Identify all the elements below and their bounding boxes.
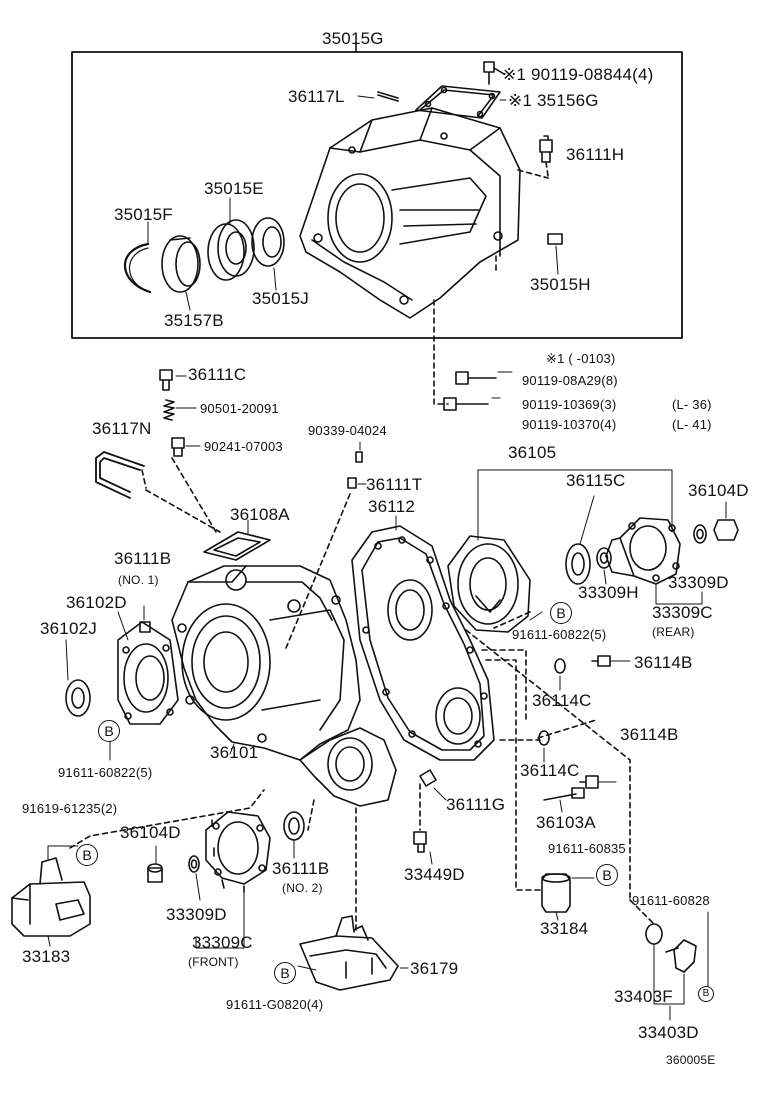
part-label-35015F: 35015F — [114, 205, 173, 224]
part-label-91611-G0820: 91611-G0820(4) — [226, 997, 324, 1012]
bolts-90119-drawing — [443, 371, 513, 411]
part-label-36111T: 36111T — [366, 475, 423, 494]
part-label-90119-08A29: 90119-08A29(8) — [522, 373, 618, 388]
rear-cover-drawing — [117, 621, 179, 725]
part-label-33309C-rear: 33309C — [652, 603, 713, 622]
note-rear: (REAR) — [652, 625, 695, 639]
part-label-33403D: 33403D — [638, 1023, 699, 1042]
crossmember-bracket-drawing — [299, 915, 399, 991]
part-label-36102D: 36102D — [66, 593, 127, 612]
part-label-90501-20091: 90501-20091 — [200, 401, 279, 416]
part-label-36102J: 36102J — [40, 619, 97, 638]
note-date-range: ※1 ( -0103) — [546, 351, 616, 366]
part-label-36114B-lower: 36114B — [620, 725, 679, 744]
part-label-33184: 33184 — [540, 919, 589, 938]
part-label-36101: 36101 — [210, 743, 259, 762]
part-label-36114B-upper: 36114B — [634, 653, 693, 672]
part-label-36108A: 36108A — [230, 505, 290, 524]
bolt-small-top — [483, 61, 495, 85]
part-label-36112: 36112 — [368, 497, 416, 516]
part-label-33183: 33183 — [22, 947, 71, 966]
part-label-36111H: 36111H — [566, 145, 625, 164]
part-label-33309C-front: 33309C — [192, 933, 253, 952]
oil-seal-drawing — [565, 543, 591, 585]
part-label-36117L: 36117L — [288, 87, 345, 106]
front-case-drawing — [351, 525, 495, 761]
part-label-91611-60828: 91611-60828 — [632, 893, 710, 908]
part-label-33403F: 33403F — [614, 987, 673, 1006]
breather-plug-drawing — [539, 139, 553, 163]
part-label-90119-10369: 90119-10369(3) — [522, 397, 617, 412]
part-label-36114C-lower: 36114C — [520, 761, 580, 780]
note-no1: (NO. 1) — [118, 573, 159, 587]
assembly-group-frame — [71, 51, 683, 339]
part-label-91611-60822-right: 91611-60822(5) — [512, 627, 607, 642]
part-label-33309D-rear: 33309D — [668, 573, 729, 592]
part-label-36103A: 36103A — [536, 813, 596, 832]
part-label-33309H: 33309H — [578, 583, 639, 602]
part-label-91611-60835: 91611-60835 — [548, 841, 626, 856]
part-label-36117N: 36117N — [92, 419, 152, 438]
part-label-36105: 36105 — [508, 443, 557, 462]
bolt-ref-marker-b: B — [274, 962, 296, 984]
part-label-36104D-front: 36104D — [120, 823, 181, 842]
part-label-35156G: ※1 35156G — [508, 91, 599, 110]
note-L41: (L- 41) — [672, 417, 712, 432]
bolt-ref-marker-b: B — [76, 844, 98, 866]
part-label-36111G: 36111G — [446, 795, 506, 814]
part-label-35015E: 35015E — [204, 179, 264, 198]
mount-bracket-drawing — [11, 857, 91, 937]
transfer-case-drawing — [171, 565, 397, 807]
part-label-90119-10370: 90119-10370(4) — [522, 417, 617, 432]
note-no2: (NO. 2) — [282, 881, 323, 895]
part-label-33309D-front: 33309D — [166, 905, 227, 924]
hose-drawing — [95, 451, 145, 499]
bolt-36103A-drawing — [543, 787, 585, 801]
part-label-36179: 36179 — [410, 959, 459, 978]
ball-plug-drawing — [171, 437, 185, 457]
part-label-90241-07003: 90241-07003 — [204, 439, 283, 454]
bolt-ref-marker-b: B — [98, 720, 120, 742]
spring-drawing — [163, 399, 175, 421]
part-label-35157B: 35157B — [164, 311, 224, 330]
dynamic-damper-drawing — [541, 873, 571, 913]
part-label-36111B-no1: 36111B — [114, 549, 172, 568]
part-label-33449D: 33449D — [404, 865, 465, 884]
part-label-36104D-rear: 36104D — [688, 481, 749, 500]
part-label-36115C: 36115C — [566, 471, 626, 490]
figure-code: 360005E — [666, 1053, 716, 1067]
rear-seal-drawing — [65, 679, 91, 717]
part-label-36111B-no2: 36111B — [272, 859, 330, 878]
part-label-35015H: 35015H — [530, 275, 591, 294]
sensor-drawing — [665, 939, 697, 973]
part-label-90119-08844: ※1 90119-08844(4) — [502, 65, 654, 84]
front-cover-drawing — [447, 535, 531, 633]
screw-plug-drawing — [159, 369, 173, 391]
nut-drawing — [713, 519, 739, 541]
part-label-36111C: 36111C — [188, 365, 247, 384]
part-label-35015G: 35015G — [322, 29, 384, 48]
gasket-drawing — [203, 531, 271, 561]
front-flange-drawing — [205, 811, 271, 893]
part-label-36114C-upper: 36114C — [532, 691, 592, 710]
extension-housing-drawing — [299, 107, 521, 319]
part-label-91619-61235: 91619-61235(2) — [22, 801, 118, 816]
part-label-35015J: 35015J — [252, 289, 309, 308]
rear-flange-drawing — [605, 517, 681, 585]
top-cover-drawing — [415, 85, 501, 119]
note-front: (FRONT) — [188, 955, 239, 969]
bolt-ref-marker-b: B — [550, 602, 572, 624]
part-label-90339-04024: 90339-04024 — [308, 423, 387, 438]
part-label-91611-60822-left: 91611-60822(5) — [58, 765, 153, 780]
bolt-ref-marker-b: B — [596, 864, 618, 886]
bolt-ref-marker-b: B — [698, 986, 714, 1002]
note-L36: (L- 36) — [672, 397, 712, 412]
